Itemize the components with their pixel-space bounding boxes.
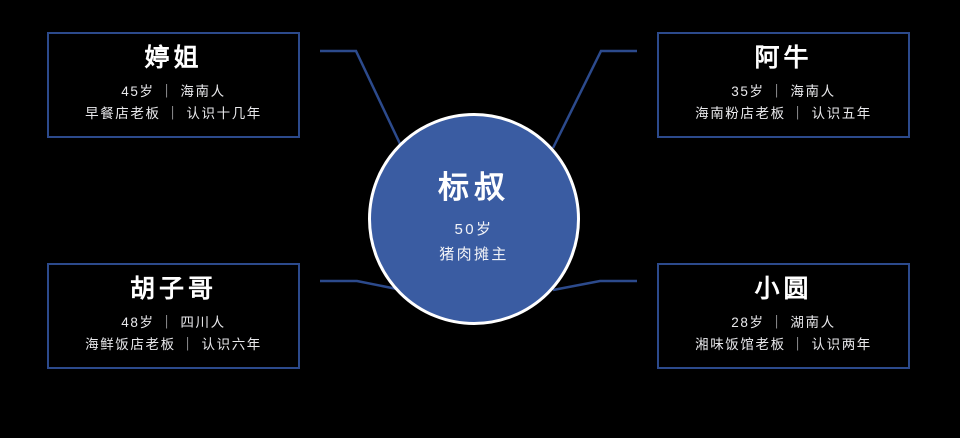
person-detail-line-2: 海鲜饭店老板 ｜ 认识六年 — [85, 337, 262, 353]
hub-age: 50岁 — [454, 220, 494, 238]
person-detail-line-1: 48岁 ｜ 四川人 — [121, 315, 226, 331]
center-hub-node[interactable]: 标叔 50岁 猪肉摊主 — [368, 113, 580, 325]
connector-top-right — [551, 49, 637, 149]
person-name: 阿牛 — [754, 43, 813, 72]
person-detail-line-2: 早餐店老板 ｜ 认识十几年 — [85, 106, 262, 122]
connector-bottom-right — [552, 279, 637, 292]
person-card-top-right[interactable]: 阿牛 35岁 ｜ 海南人 海南粉店老板 ｜ 认识五年 — [657, 32, 910, 138]
person-detail-line-2: 湘味饭馆老板 ｜ 认识两年 — [695, 337, 872, 353]
person-name: 婷姐 — [144, 43, 203, 72]
hub-name: 标叔 — [438, 169, 510, 205]
person-name: 小圆 — [754, 274, 813, 303]
person-detail-line-1: 35岁 ｜ 海南人 — [731, 84, 836, 100]
person-card-top-left[interactable]: 婷姐 45岁 ｜ 海南人 早餐店老板 ｜ 认识十几年 — [47, 32, 300, 138]
person-name: 胡子哥 — [129, 274, 217, 303]
person-detail-line-1: 45岁 ｜ 海南人 — [121, 84, 226, 100]
hub-occupation: 猪肉摊主 — [439, 245, 509, 263]
connector-top-left — [320, 49, 404, 149]
person-detail-line-1: 28岁 ｜ 湖南人 — [731, 315, 836, 331]
person-card-bottom-left[interactable]: 胡子哥 48岁 ｜ 四川人 海鲜饭店老板 ｜ 认识六年 — [47, 263, 300, 369]
person-detail-line-2: 海南粉店老板 ｜ 认识五年 — [695, 106, 872, 122]
person-card-bottom-right[interactable]: 小圆 28岁 ｜ 湖南人 湘味饭馆老板 ｜ 认识两年 — [657, 263, 910, 369]
